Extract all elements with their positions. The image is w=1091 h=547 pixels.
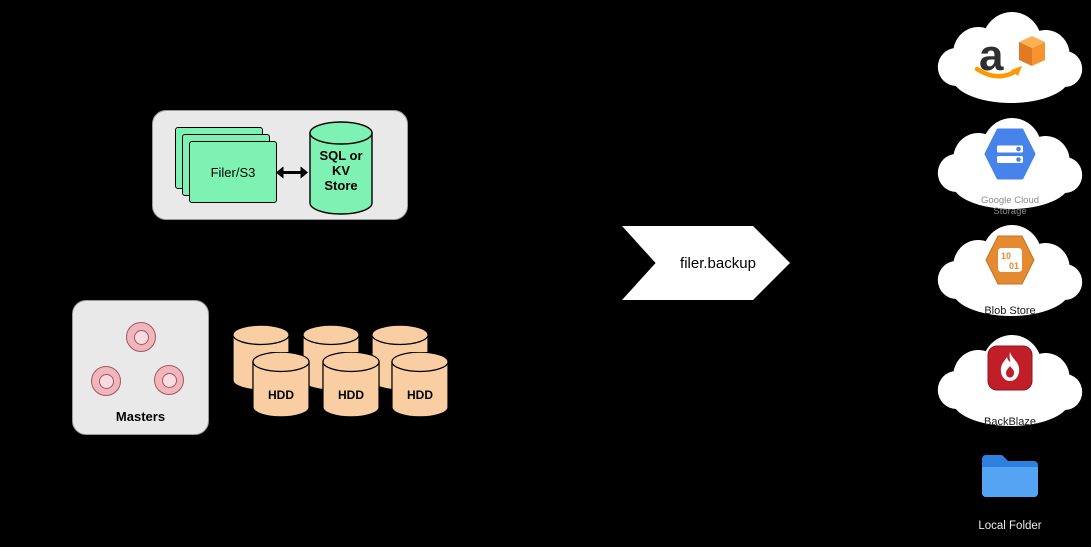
gcs-label: Google Cloud Storage [980, 195, 1040, 217]
dest-aws-s3: a [933, 7, 1087, 107]
filer-backup-arrow: filer.backup [622, 226, 790, 300]
dest-google-cloud-storage: Google Cloud Storage [933, 113, 1087, 217]
folder-icon [982, 455, 1038, 497]
master-node-icon [91, 366, 121, 396]
local-folder-label: Local Folder [978, 520, 1042, 532]
sql-kv-store-label: SQL or KV Store [319, 148, 363, 193]
sql-kv-store-cylinder: SQL or KV Store [309, 121, 373, 215]
cloud-shape-icon [937, 12, 1083, 103]
filer-card-front: Filer/S3 [189, 141, 277, 203]
google-cloud-storage-icon [984, 128, 1036, 180]
master-node-inner-icon [133, 329, 149, 345]
hdd-label: HDD [407, 388, 433, 402]
azure-blob-icon: 10 01 [985, 235, 1035, 285]
dest-backblaze: BackBlaze [933, 330, 1087, 430]
filer-backup-label: filer.backup [680, 254, 756, 272]
svg-text:01: 01 [1009, 261, 1019, 271]
filer-s3-label: Filer/S3 [210, 164, 256, 180]
masters-group: Masters [72, 300, 209, 435]
hdd-cylinder: HDD [322, 351, 380, 423]
hdd-cylinder: HDD [252, 351, 310, 423]
dest-local-folder: Local Folder [933, 448, 1087, 538]
master-node-inner-icon [161, 372, 177, 388]
hdd-label: HDD [338, 388, 364, 402]
backblaze-flame-icon [987, 345, 1033, 391]
dest-blob-store: 10 01 Blob Store [933, 220, 1087, 320]
blob-store-label: Blob Store [984, 305, 1036, 317]
hdd-label: HDD [268, 388, 294, 402]
hdd-cylinder: HDD [391, 351, 449, 423]
master-node-icon [126, 322, 156, 352]
cylinder-shape [309, 121, 373, 215]
amazon-aws-logo-icon: a [974, 31, 1045, 80]
master-node-icon [154, 365, 184, 395]
masters-label: Masters [115, 409, 166, 424]
backblaze-label: BackBlaze [984, 416, 1036, 428]
bidirectional-arrow-icon [275, 166, 309, 179]
filer-s3-stack: Filer/S3 [175, 127, 279, 207]
master-node-inner-icon [98, 373, 114, 389]
filer-store-group: Filer/S3 SQL or KV Store [152, 110, 408, 220]
svg-text:10: 10 [1001, 251, 1011, 261]
